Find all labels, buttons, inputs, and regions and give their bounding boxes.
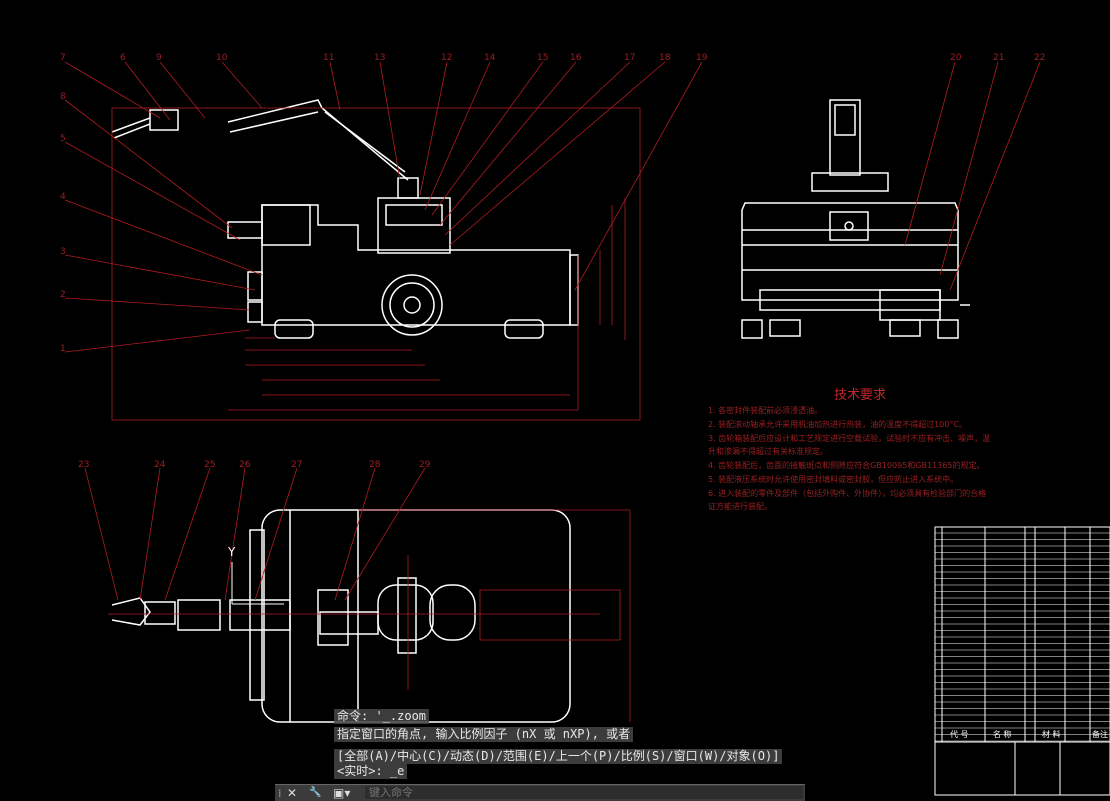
side-leaders	[904, 61, 1041, 291]
balloon-12: 12	[441, 53, 453, 63]
title-block-header-name: 名 称	[993, 730, 1012, 739]
title-block-header-material: 材 料	[1042, 730, 1061, 739]
ucs-icon	[231, 562, 284, 605]
tech-note-3: 3. 齿轮箱装配后应设计和工艺规定进行空载试验，试验时不应有冲击、噪声，温	[708, 434, 991, 443]
command-history-line-2: 指定窗口的角点, 输入比例因子 (nX 或 nXP), 或者	[334, 727, 634, 742]
title-block-header-code: 代 号	[950, 730, 969, 739]
balloon-2: 2	[60, 290, 66, 300]
balloon-14: 14	[484, 53, 496, 63]
balloon-4: 4	[60, 192, 66, 202]
balloon-18: 18	[659, 53, 671, 63]
balloon-9: 9	[156, 53, 162, 63]
balloon-5: 5	[60, 134, 66, 144]
recent-commands-icon[interactable]: ▣▾	[333, 786, 351, 800]
drag-handle-icon[interactable]: ⁞	[278, 787, 282, 800]
balloon-11: 11	[323, 53, 335, 63]
customize-icon[interactable]: 🔧	[309, 787, 322, 798]
balloon-17: 17	[624, 53, 636, 63]
command-history-line-3: [全部(A)/中心(C)/动态(D)/范围(E)/上一个(P)/比例(S)/窗口…	[334, 749, 783, 764]
balloon-3: 3	[60, 247, 66, 257]
balloon-8: 8	[60, 92, 66, 102]
balloon-28: 28	[369, 460, 381, 470]
title-block	[934, 526, 1110, 796]
tech-note-2: 2. 装配滚动轴承允许采用机油加热进行热装，油的温度不得超过100°C。	[708, 420, 968, 429]
tech-note-6: 6. 进入装配的零件及部件（包括外购件、外协件），均必须具有检验部门的合格	[708, 489, 987, 498]
balloon-21: 21	[993, 53, 1005, 63]
balloon-24: 24	[154, 460, 166, 470]
front-view	[111, 99, 579, 339]
balloon-13: 13	[374, 53, 386, 63]
front-dimensions	[64, 61, 703, 421]
balloon-22: 22	[1034, 53, 1046, 63]
tech-requirements-title: 技术要求	[834, 388, 887, 403]
balloon-16: 16	[570, 53, 582, 63]
tech-note-3-cont: 升和渗漏不得超过有关标准规定。	[708, 447, 828, 456]
balloon-7: 7	[60, 53, 66, 63]
side-view	[741, 99, 970, 339]
balloon-6: 6	[120, 53, 126, 63]
balloon-1: 1	[60, 344, 66, 354]
tech-note-1: 1. 各密封件装配前必须浸透油。	[708, 406, 823, 415]
plan-dimensions	[84, 467, 631, 722]
close-icon[interactable]: ✕	[287, 786, 298, 800]
balloon-25: 25	[204, 460, 216, 470]
balloon-27: 27	[291, 460, 303, 470]
balloon-23: 23	[78, 460, 90, 470]
tech-note-6-cont: 证方能进行装配。	[708, 502, 772, 511]
tech-note-4: 4. 齿轮装配后，齿面的接触斑点和侧隙应符合GB10095和GB11365的规定…	[708, 461, 985, 470]
balloon-15: 15	[537, 53, 549, 63]
command-input[interactable]	[365, 786, 803, 799]
balloon-19: 19	[696, 53, 708, 63]
balloon-10: 10	[216, 53, 228, 63]
parts-list-rows	[935, 532, 1110, 742]
ucs-y-label: Y	[228, 545, 236, 559]
command-history-line-4: <实时>: _e	[334, 764, 408, 779]
command-line-bar: ⁞ ✕ 🔧 ▣▾	[275, 784, 805, 801]
plan-view	[111, 509, 571, 723]
balloon-26: 26	[239, 460, 251, 470]
tech-note-5: 5. 装配液压系统时允许使用密封填料或密封胶，但应防止进入系统中。	[708, 475, 959, 484]
title-block-header-remark: 备注	[1092, 730, 1108, 739]
balloon-29: 29	[419, 460, 431, 470]
command-history-line-1: 命令: '_.zoom	[334, 709, 430, 724]
balloon-20: 20	[950, 53, 962, 63]
